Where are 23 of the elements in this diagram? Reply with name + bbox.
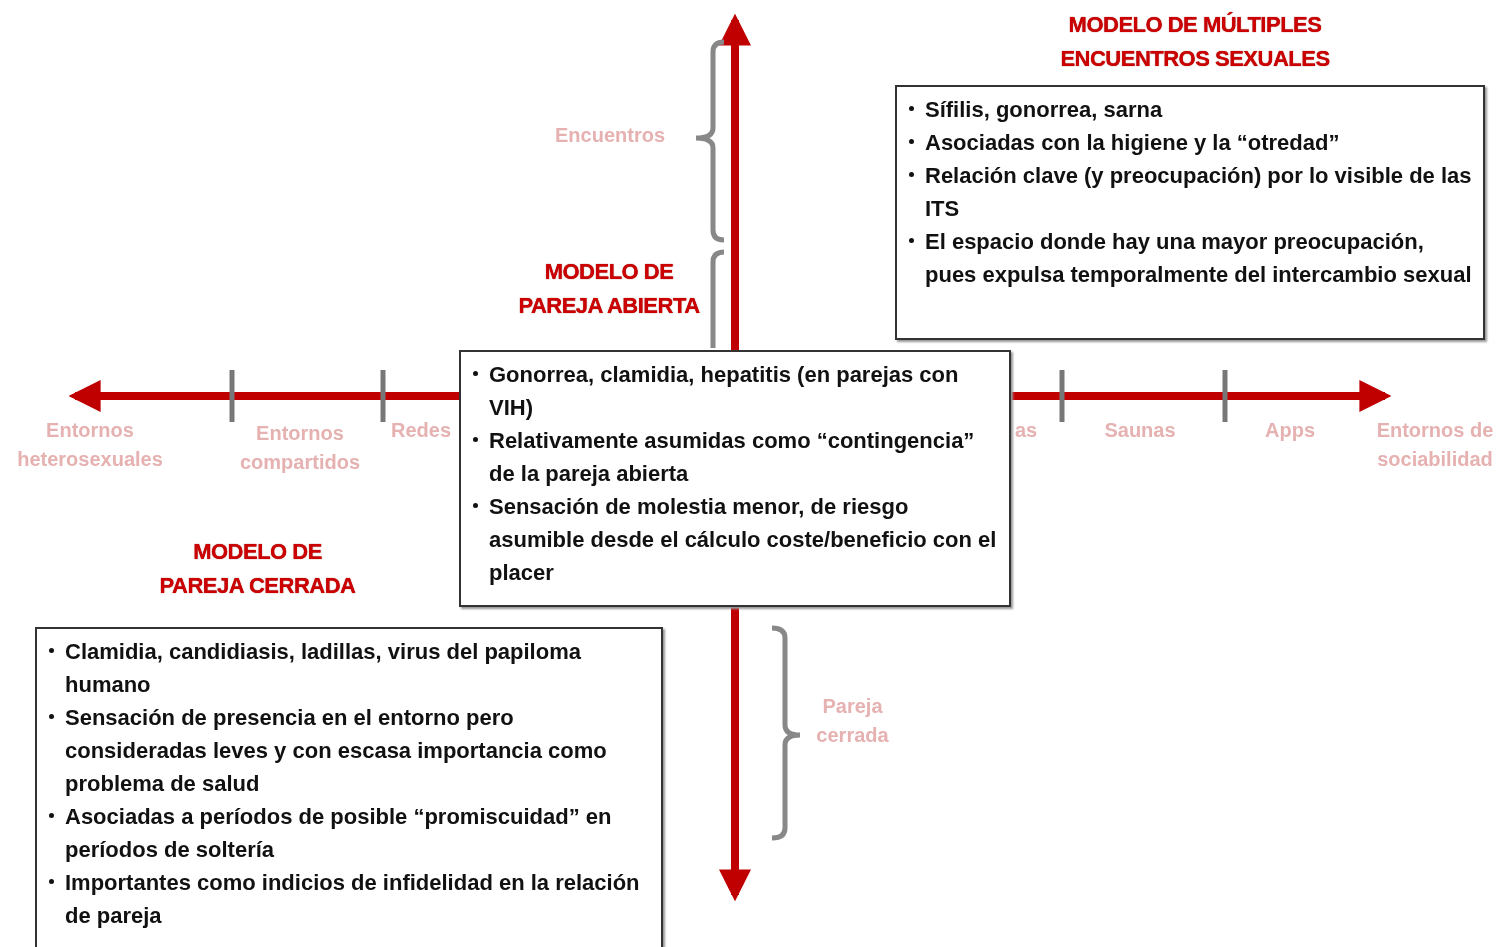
axis-label: Saunas [1103,418,1177,443]
axis-label: Entornos de sociabilidad [1375,418,1495,472]
bullet-text: Importantes como indicios de infidelidad en la relación de pareja [49,866,651,932]
bullet-text: Relación clave (y preocupación) por lo visible de las ITS [909,159,1473,225]
bullet-text: El espacio donde hay una mayor preocupación, pues expulsa temporalmente del intercambio sexual [909,225,1473,291]
bullet-text: Sensación de molestia menor, de riesgo asumible desde el cálculo coste/beneficio con el placer [473,490,999,589]
axis-label: Apps [1264,418,1316,443]
heading: MODELO DE PAREJA CERRADA [158,538,357,600]
axis-label: Entornos compartidos [239,421,361,475]
axis-label: as [1013,418,1039,443]
axis-label: Pareja cerrada [815,694,890,748]
bullet-text: Relativamente asumidas como “contingencia” de la pareja abierta [473,424,999,490]
axis-label: Redes [390,418,452,443]
bullet-text: Asociadas a períodos de posible “promiscuidad” en períodos de soltería [49,800,651,866]
axis-label: Entornos heterosexuales [16,418,164,472]
bullet-text: Clamidia, candidiasis, ladillas, virus del papiloma humano [49,635,651,701]
heading: MODELO DE MÚLTIPLES ENCUENTROS SEXUALES [1059,11,1331,73]
bullet-text: Sífilis, gonorrea, sarna [909,93,1473,126]
axis-label: Encuentros [554,123,666,148]
bullet-text: Sensación de presencia en el entorno pero consideradas leves y con escasa importancia como problema de salud [49,701,651,800]
bullet-text: Asociadas con la higiene y la “otredad” [909,126,1473,159]
bullet-text: Gonorrea, clamidia, hepatitis (en parejas con VIH) [473,358,999,424]
heading: MODELO DE PAREJA ABIERTA [517,258,701,320]
